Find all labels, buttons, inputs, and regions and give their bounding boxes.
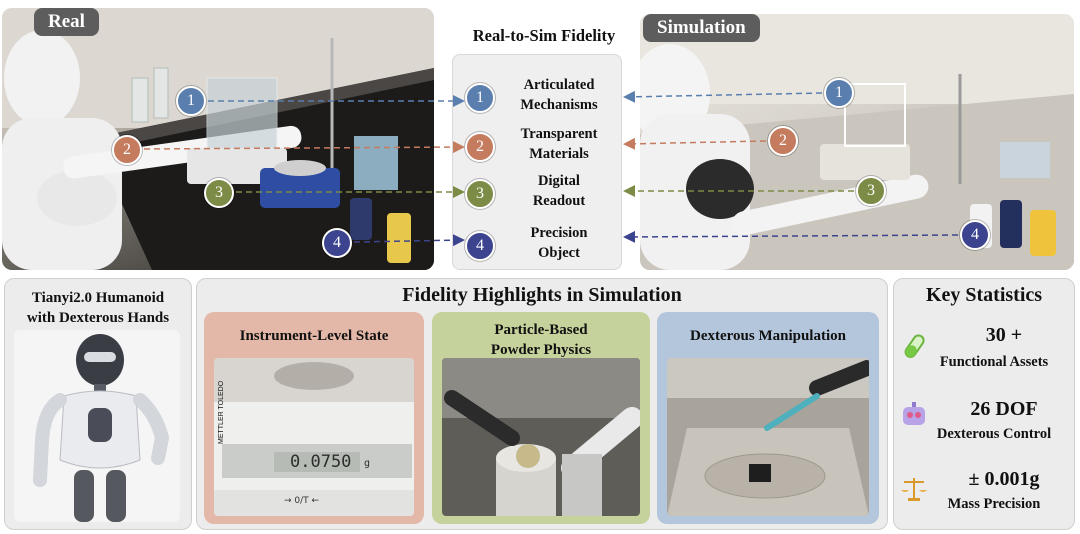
stat-label: Dexterous Control — [936, 426, 1052, 442]
sim-badge-1: 1 — [824, 78, 854, 108]
legend-line2: Materials — [529, 146, 589, 162]
legend-line2: Mechanisms — [520, 97, 598, 113]
legend-badge-1: 1 — [465, 83, 495, 113]
balance-brand: METTLER TOLEDO — [218, 380, 225, 444]
highlight-title-line2: Powder Physics — [490, 342, 592, 358]
simulation-label: Simulation — [643, 14, 760, 42]
stat-value: 26 DOF — [970, 398, 1038, 420]
stats-panel — [893, 278, 1075, 530]
robot-face-icon — [903, 402, 925, 425]
real-lab-photo — [2, 8, 434, 270]
highlight-title-line1: Instrument-Level State — [239, 328, 389, 344]
fidelity-title: Real-to-Sim Fidelity — [472, 26, 616, 45]
highlight-card-instrument: Instrument-Level State METTLER TOLEDO 0.… — [204, 312, 424, 524]
legend-item-digital: 3 Digital Readout — [463, 171, 613, 217]
highlights-title: Fidelity Highlights in Simulation — [402, 284, 682, 306]
humanoid-robot-image — [14, 330, 180, 522]
robot-title-line1: Tianyi2.0 Humanoid — [31, 290, 165, 306]
robot-title-line2: with Dexterous Hands — [26, 310, 170, 326]
legend-item-articulated: 1 Articulated Mechanisms — [463, 75, 613, 121]
highlight-card-powder: Particle-Based Powder Physics — [432, 312, 650, 524]
legend-line1: Precision — [530, 225, 588, 241]
balance-display-image: METTLER TOLEDO 0.0750 g → 0/T ← — [214, 358, 414, 516]
stat-functional-assets: 30 + Functional Assets — [893, 320, 1075, 380]
legend-badge-4: 4 — [465, 231, 495, 261]
balance-unit: g — [364, 458, 371, 469]
stat-mass-precision: ± 0.001g Mass Precision — [893, 462, 1075, 522]
real-lab-scene — [2, 8, 434, 270]
robot-title: Tianyi2.0 Humanoid with Dexterous Hands — [10, 288, 186, 328]
sim-badge-4: 4 — [960, 220, 990, 250]
manipulation-scene — [667, 358, 869, 516]
highlight-title-line1: Dexterous Manipulation — [690, 328, 846, 344]
real-badge-2: 2 — [112, 135, 142, 165]
real-badge-3: 3 — [204, 178, 234, 208]
stats-title: Key Statistics — [925, 284, 1043, 306]
balance-reading: 0.0750 — [290, 452, 352, 472]
sim-badge-2: 2 — [768, 126, 798, 156]
powder-physics-image — [442, 358, 640, 516]
legend-line2: Readout — [532, 193, 586, 209]
real-badge-1: 1 — [176, 86, 206, 116]
real-badge-4: 4 — [322, 228, 352, 258]
legend-badge-3: 3 — [465, 179, 495, 209]
sim-badge-3: 3 — [856, 176, 886, 206]
simulation-lab-photo — [640, 14, 1074, 270]
stat-dof: 26 DOF Dexterous Control — [893, 394, 1075, 454]
highlight-title-line1: Particle-Based — [494, 322, 588, 338]
legend-line2: Object — [538, 245, 580, 261]
legend-line1: Articulated — [523, 77, 595, 93]
legend-item-precision: 4 Precision Object — [463, 223, 613, 269]
legend-line1: Digital — [538, 173, 580, 189]
stat-label: Functional Assets — [939, 354, 1049, 370]
highlight-card-manipulation: Dexterous Manipulation — [657, 312, 879, 524]
balance-scene — [214, 358, 414, 516]
test-tube-icon — [904, 334, 925, 358]
balance-keys: → 0/T ← — [284, 496, 320, 506]
powder-scene — [442, 358, 640, 516]
stat-value: 30 + — [985, 324, 1023, 346]
real-label: Real — [34, 8, 99, 36]
scale-icon — [901, 478, 927, 501]
manipulation-image — [667, 358, 869, 516]
legend-item-transparent: 2 Transparent Materials — [463, 124, 613, 170]
fidelity-legend-panel: 1 Articulated Mechanisms 2 Transparent M… — [452, 54, 622, 270]
simulation-lab-scene — [640, 14, 1074, 270]
stat-label: Mass Precision — [947, 496, 1041, 512]
legend-line1: Transparent — [520, 126, 598, 142]
stat-value: ± 0.001g — [968, 468, 1040, 490]
legend-badge-2: 2 — [465, 132, 495, 162]
humanoid-robot-icon — [33, 334, 170, 522]
